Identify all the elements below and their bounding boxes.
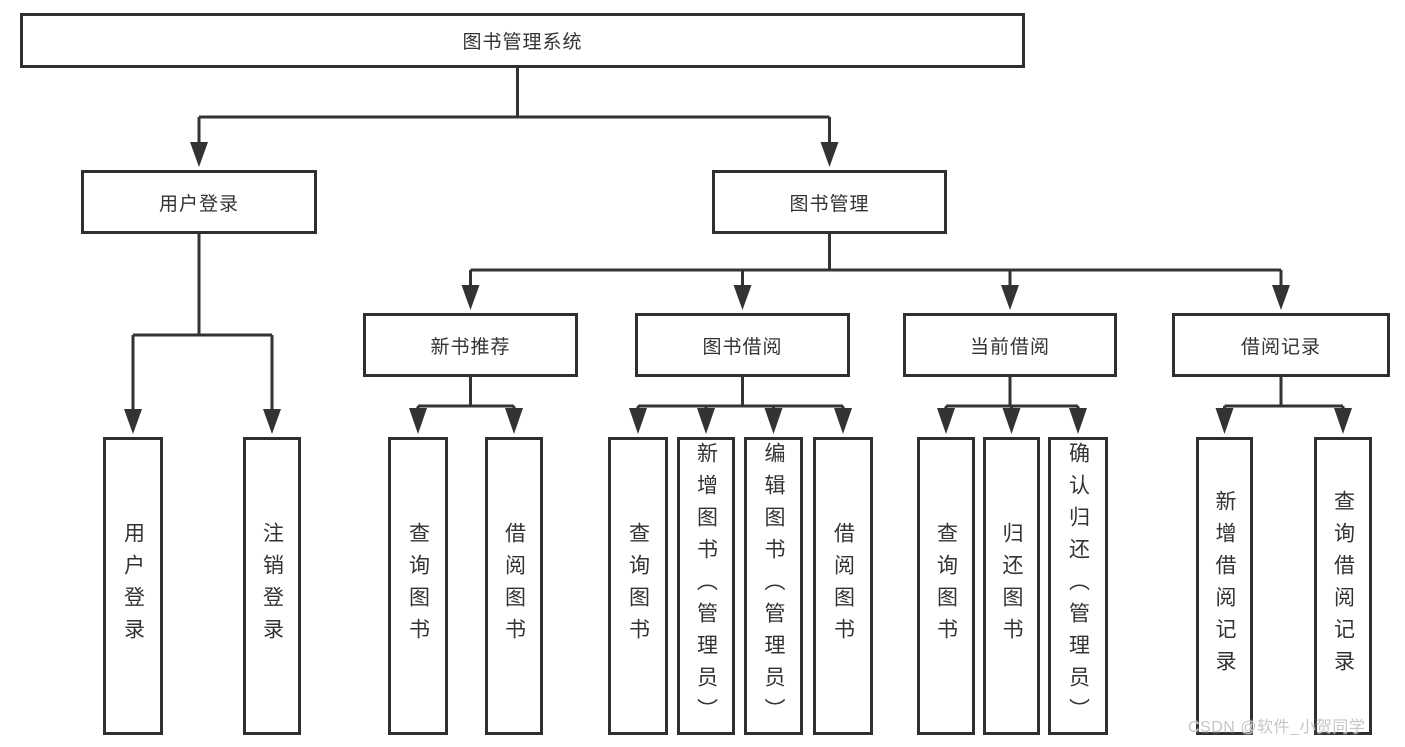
leaf-confirm-return-admin: 确认归还（管理员） (1048, 437, 1108, 735)
arrowhead (937, 408, 955, 434)
arrowhead (263, 409, 281, 434)
leaf-label: 用户登录 (121, 522, 145, 650)
arrowhead (834, 408, 852, 434)
connector-root-to-level2 (190, 68, 839, 167)
arrowhead (697, 408, 715, 434)
leaf-edit-book-admin: 编辑图书（管理员） (744, 437, 803, 735)
leaf-add-borrow-record: 新增借阅记录 (1196, 437, 1253, 735)
arrowhead (190, 142, 208, 167)
arrowhead (1002, 408, 1021, 434)
leaf-label: 查询借阅记录 (1331, 490, 1355, 682)
arrowhead (764, 408, 783, 434)
arrowhead (461, 285, 480, 310)
node-borrow-records: 借阅记录 (1172, 313, 1390, 377)
leaf-label: 查询图书 (934, 522, 958, 650)
node-label: 借阅记录 (1240, 336, 1321, 358)
leaf-label: 编辑图书（管理员） (762, 442, 785, 730)
connector-records-to-leaves (1215, 377, 1352, 434)
arrowhead (1215, 408, 1234, 434)
node-current-borrow: 当前借阅 (903, 313, 1117, 377)
leaf-add-book-admin: 新增图书（管理员） (677, 437, 735, 735)
node-book-management: 图书管理 (712, 170, 947, 234)
connector-userlogin-to-leaves (124, 234, 281, 434)
node-library-management-system: 图书管理系统 (20, 13, 1025, 68)
arrowhead (505, 408, 523, 434)
leaf-label: 新增借阅记录 (1213, 490, 1236, 682)
arrowhead (629, 408, 647, 434)
connector-mgmt-to-level3 (461, 234, 1290, 310)
connector-recommend-to-leaves (409, 377, 523, 434)
node-new-book-recommend: 新书推荐 (363, 313, 578, 377)
node-label: 图书管理 (789, 193, 870, 215)
leaf-label: 新增图书（管理员） (694, 442, 718, 730)
leaf-borrow-books: 借阅图书 (813, 437, 873, 735)
leaf-label: 归还图书 (1000, 522, 1023, 650)
leaf-label: 查询图书 (406, 522, 430, 650)
connector-bookborrow-to-leaves (629, 377, 852, 434)
arrowhead (820, 142, 839, 167)
node-book-borrow: 图书借阅 (635, 313, 850, 377)
leaf-user-login: 用户登录 (103, 437, 163, 735)
leaf-query-books-recommend: 查询图书 (388, 437, 448, 735)
leaf-label: 注销登录 (260, 522, 284, 650)
node-label: 新书推荐 (430, 336, 511, 358)
node-user-login: 用户登录 (81, 170, 317, 234)
leaf-query-books-borrow: 查询图书 (608, 437, 668, 735)
node-label: 图书借阅 (702, 336, 783, 358)
leaf-logout: 注销登录 (243, 437, 301, 735)
arrowhead (1001, 285, 1019, 310)
leaf-label: 借阅图书 (831, 522, 855, 650)
arrowhead (124, 409, 142, 434)
leaf-borrow-books-recommend: 借阅图书 (485, 437, 543, 735)
leaf-query-books-current: 查询图书 (917, 437, 975, 735)
csdn-watermark: CSDN @软件_小贺同学 (1188, 719, 1366, 736)
leaf-query-borrow-record: 查询借阅记录 (1314, 437, 1372, 735)
leaf-label: 借阅图书 (502, 522, 526, 650)
arrowhead (1069, 408, 1087, 434)
arrowhead (409, 408, 427, 434)
arrowhead (1334, 408, 1352, 434)
node-label: 用户登录 (158, 193, 239, 215)
node-label: 当前借阅 (969, 336, 1050, 358)
arrowhead (1272, 285, 1290, 310)
node-label: 图书管理系统 (462, 32, 583, 53)
connector-current-to-leaves (937, 377, 1087, 434)
arrowhead (733, 285, 752, 310)
leaf-label: 确认归还（管理员） (1066, 442, 1090, 730)
leaf-label: 查询图书 (626, 522, 650, 650)
leaf-return-book: 归还图书 (983, 437, 1040, 735)
